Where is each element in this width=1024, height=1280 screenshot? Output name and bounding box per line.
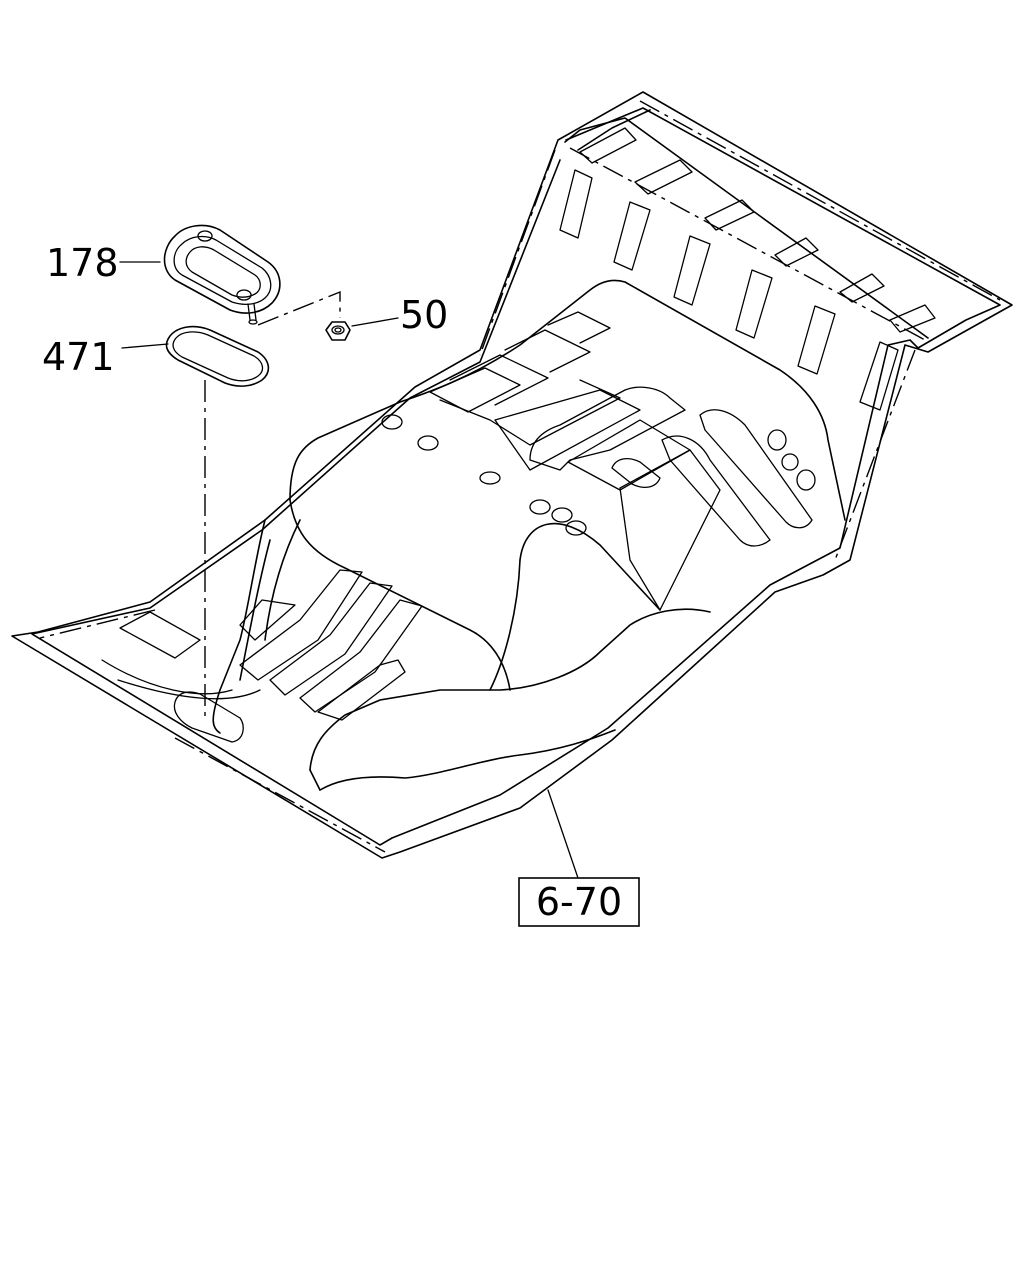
floor-panel: [11, 91, 1013, 859]
reference-box[interactable]: 6-70: [518, 877, 640, 927]
part-178-cover: [163, 224, 281, 325]
callout-178: 178: [46, 241, 119, 285]
part-471-gasket: [165, 325, 270, 387]
leader-lines: [119, 261, 579, 879]
callout-471: 471: [42, 335, 115, 379]
part-50-nut: [325, 321, 351, 341]
reference-label: 6-70: [536, 880, 622, 924]
callout-50: 50: [400, 293, 448, 337]
